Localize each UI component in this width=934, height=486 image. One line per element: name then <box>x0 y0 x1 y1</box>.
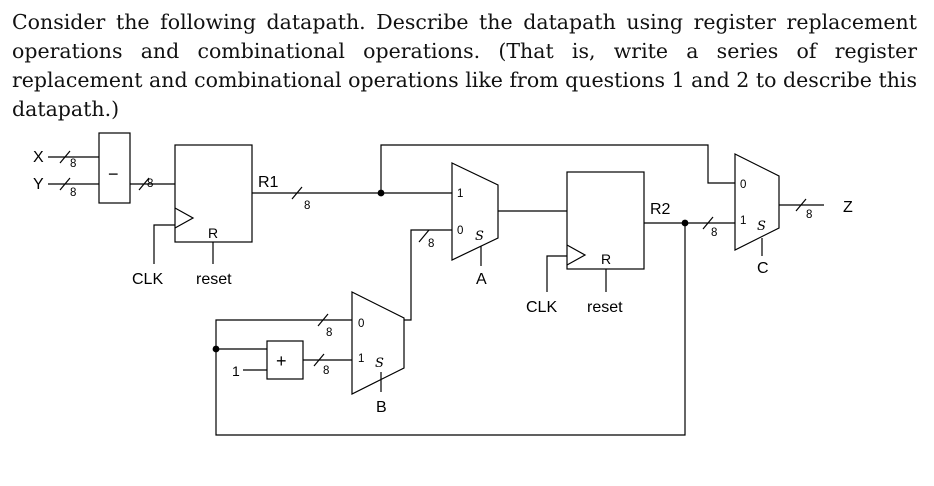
wire-feedback-loop <box>215 223 686 436</box>
register-r2-label: R2 <box>650 201 671 218</box>
wire-clk-r1 <box>153 224 175 264</box>
mux-a-input-top: 1 <box>457 188 463 200</box>
register-r1-label: R1 <box>258 174 279 191</box>
clock-triangle <box>566 244 587 266</box>
mux-c-select-pin: S <box>757 219 766 234</box>
mux-b-input-top: 0 <box>358 318 364 330</box>
bus-width-label: 8 <box>323 365 329 377</box>
bus-width-label: 8 <box>70 187 76 199</box>
mux-c-input-bottom: 1 <box>740 215 746 227</box>
bus-slash <box>291 186 303 200</box>
input-x-label: X <box>33 149 44 166</box>
wire-to-mux-b-0 <box>215 319 352 349</box>
bus-width-label: 8 <box>147 178 153 190</box>
mux-c-input-top: 0 <box>740 179 746 191</box>
mux-a-select-pin: S <box>475 229 484 244</box>
bus-slash <box>702 216 714 230</box>
r1-reset-label: reset <box>196 271 232 288</box>
adder-symbol: + <box>276 351 287 371</box>
r2-reset-label: reset <box>587 299 623 316</box>
mux-a <box>451 162 499 261</box>
mux-b-input-bottom: 1 <box>358 353 364 365</box>
mux-b-select-label: B <box>376 399 387 416</box>
bus-width-label: 8 <box>304 200 310 212</box>
mux-c <box>734 153 780 251</box>
subtractor-box <box>98 132 131 204</box>
bus-width-label: 8 <box>711 227 717 239</box>
bus-width-label: 8 <box>70 158 76 170</box>
constant-one-label: 1 <box>232 363 240 379</box>
mux-a-input-bottom: 0 <box>457 225 463 237</box>
wire-r1-to-mux-c <box>380 144 735 193</box>
bus-width-label: 8 <box>428 238 434 250</box>
register-r1 <box>174 144 253 243</box>
wire-mux-b-to-mux-a <box>404 229 452 321</box>
bus-slash <box>317 313 329 327</box>
clock-triangle <box>174 207 195 229</box>
r2-clock-label: CLK <box>526 299 557 316</box>
bus-width-label: 8 <box>806 209 812 221</box>
adder-box <box>266 340 304 380</box>
bus-slash <box>418 229 430 243</box>
wire-clk-r2 <box>546 255 567 292</box>
input-y-label: Y <box>33 176 44 193</box>
subtractor-symbol: − <box>108 164 119 184</box>
mux-b-select-pin: S <box>375 356 384 371</box>
bus-slash <box>795 198 807 212</box>
mux-b <box>351 291 405 395</box>
output-z-label: Z <box>843 199 853 216</box>
reset-pin-label: R <box>601 251 611 267</box>
bus-slash <box>313 353 325 367</box>
register-r2 <box>566 171 645 270</box>
mux-a-select-label: A <box>476 271 487 288</box>
bus-slash <box>59 150 71 164</box>
bus-width-label: 8 <box>326 327 332 339</box>
question-text: Consider the following datapath. Describ… <box>12 10 917 121</box>
r1-clock-label: CLK <box>132 271 163 288</box>
bus-slash <box>59 177 71 191</box>
mux-c-select-label: C <box>757 260 769 277</box>
reset-pin-label: R <box>208 225 218 241</box>
bus-slash <box>138 177 150 191</box>
